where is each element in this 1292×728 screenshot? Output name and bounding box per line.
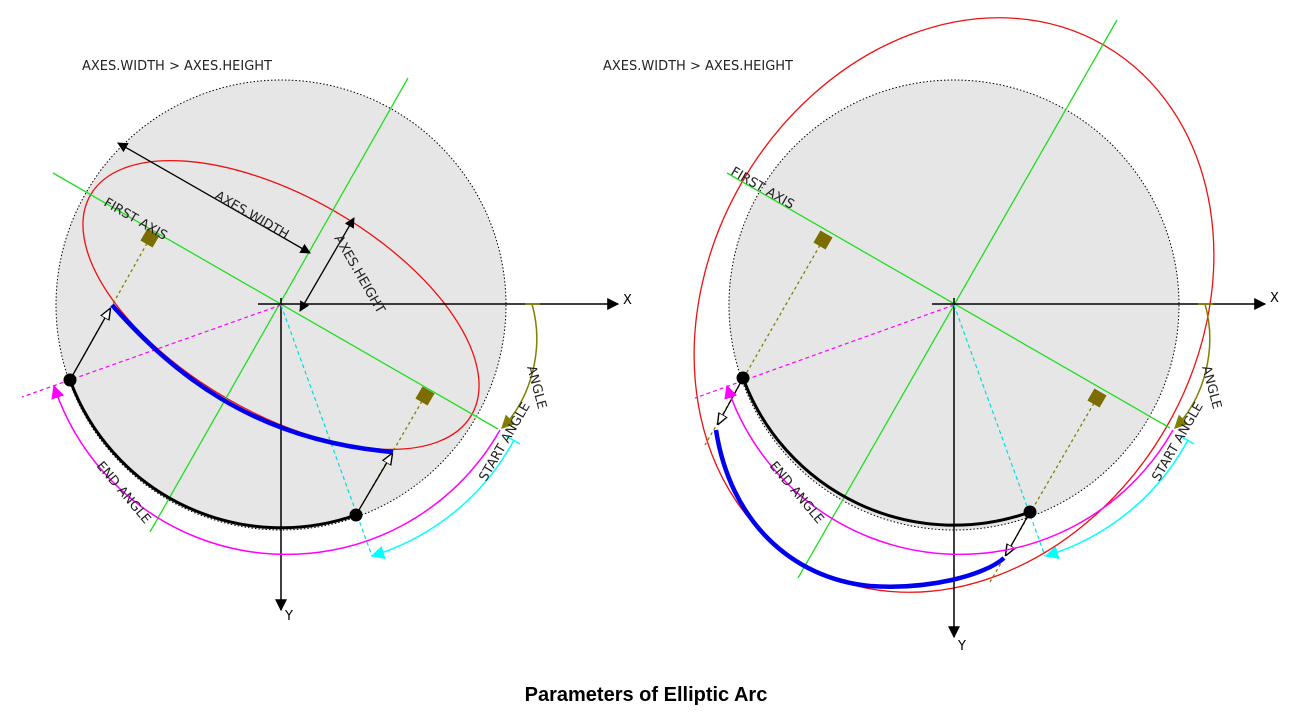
right-start-angle-ray: [953, 304, 1046, 557]
left-start-angle-arc: [370, 439, 515, 559]
right-x-label: X: [1270, 291, 1279, 306]
right-end-angle-arc: [724, 384, 1174, 556]
left-start-angle-label: START ANGLE: [476, 400, 533, 484]
right-elliptic-arc: [713, 429, 1006, 589]
right-y-label: Y: [957, 639, 966, 654]
left-angle-arc: [501, 303, 538, 429]
right-angle-label: ANGLE: [1198, 364, 1224, 411]
right-angle-arc: [1174, 303, 1211, 429]
right-end-point: [736, 371, 750, 385]
right-panel: AXES.WIDTH > AXES.HEIGHT X Y FIRST: [603, 17, 1279, 654]
left-start-projection-arrow: [355, 454, 392, 516]
right-handle-end: [813, 230, 833, 250]
right-end-projection-arrow: [718, 377, 744, 424]
left-end-point: [63, 373, 77, 387]
right-start-angle-tick: [1179, 435, 1195, 445]
left-y-label: Y: [284, 609, 293, 624]
left-end-projection-arrow: [69, 309, 110, 381]
right-start-angle-arc: [1044, 439, 1189, 559]
right-handle-start: [1087, 388, 1107, 408]
right-circle-arc: [741, 377, 1031, 527]
left-circle-arc: [68, 379, 357, 530]
left-start-point: [349, 508, 363, 522]
elliptic-arc-diagram: AXES.WIDTH > AXES.HEIGHT X Y A: [21, 17, 1279, 654]
left-x-label: X: [623, 293, 632, 308]
right-first-axis-line: [726, 172, 1171, 429]
left-heading: AXES.WIDTH > AXES.HEIGHT: [82, 59, 272, 74]
left-second-axis-line: [149, 77, 409, 533]
left-axes-width-arrow: [117, 142, 311, 254]
right-end-angle-ray: [694, 304, 955, 399]
left-end-angle-arc: [51, 384, 501, 556]
left-panel: AXES.WIDTH > AXES.HEIGHT X Y A: [21, 59, 632, 624]
left-axes-height-arrow: [299, 217, 355, 312]
right-second-axis-line: [797, 19, 1118, 579]
left-end-angle-ray: [21, 304, 282, 398]
left-handle-start: [415, 386, 435, 406]
left-elliptic-arc: [110, 303, 394, 455]
right-start-projection-arrow: [1006, 511, 1031, 555]
left-start-angle-ray: [280, 304, 373, 557]
right-start-point: [1023, 505, 1037, 519]
left-start-angle-tick: [505, 435, 521, 445]
figure-caption: Parameters of Elliptic Arc: [524, 684, 768, 706]
right-heading: AXES.WIDTH > AXES.HEIGHT: [603, 59, 793, 74]
